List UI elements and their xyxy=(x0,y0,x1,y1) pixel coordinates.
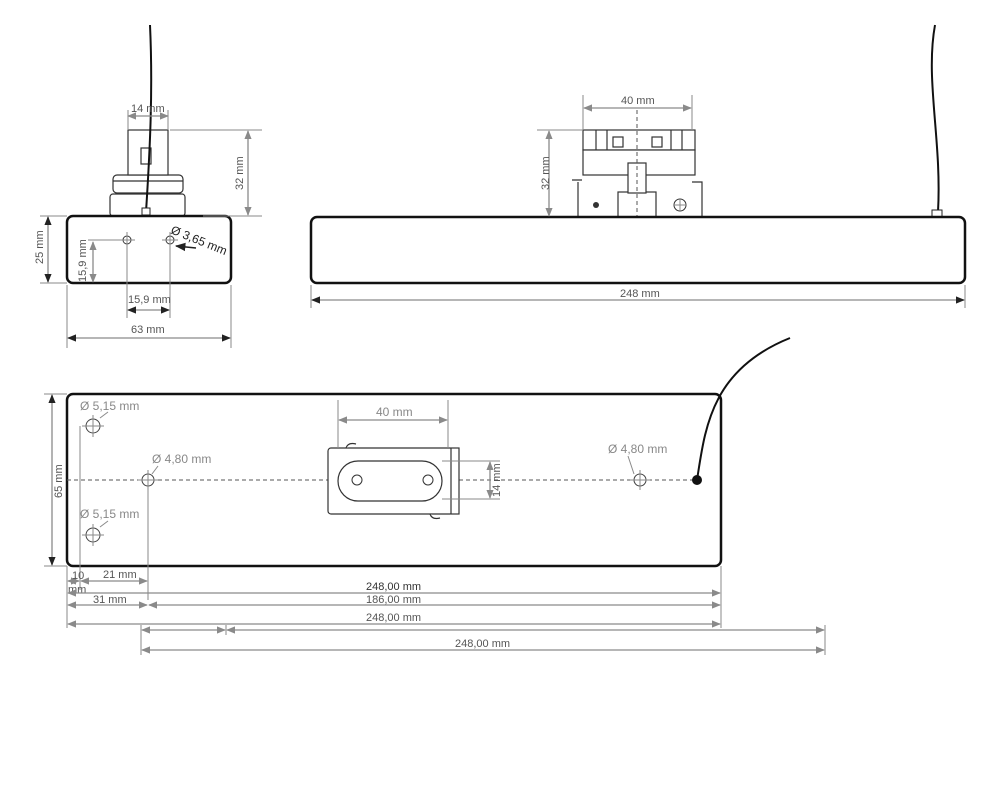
side-holes xyxy=(88,232,178,318)
hole-b-left-label: Ø 4,80 mm xyxy=(152,452,211,466)
body-height-label: 25 mm xyxy=(34,230,46,264)
side-view: 14 mm 32 mm 25 mm 15,9 mm Ø 3,65 mm 15,9… xyxy=(34,24,262,348)
width-label: 65 mm xyxy=(53,464,65,498)
adapter-width-label: 40 mm xyxy=(621,95,655,107)
dim-248b-label: 248,00 mm xyxy=(366,612,421,624)
adapter-height-label: 32 mm xyxy=(540,156,552,190)
adapter-depth-label: 14 mm xyxy=(491,463,503,497)
hole-spacing-label: 15,9 mm xyxy=(128,294,171,306)
dim-186-label: 186,00 mm xyxy=(366,594,421,606)
dim-10-unit: mm xyxy=(68,584,86,596)
hole-a-bottom-label: Ø 5,15 mm xyxy=(80,507,139,521)
side-body xyxy=(65,214,233,285)
front-view: 40 mm 32 mm 248 mm xyxy=(309,24,967,308)
adapter-width-label-bottom: 40 mm xyxy=(376,405,413,419)
dim-21-label: 21 mm xyxy=(103,569,137,581)
bottom-view: Ø 5,15 mm Ø 5,15 mm Ø 4,80 mm Ø 4,80 mm … xyxy=(44,337,826,655)
cable-entry xyxy=(692,475,702,485)
dim-248c-label: 248,00 mm xyxy=(455,638,510,650)
hole-height-label: 15,9 mm xyxy=(77,239,89,282)
connector-width-label: 14 mm xyxy=(131,103,165,115)
length-label: 248 mm xyxy=(620,288,660,300)
bottom-dimension-lines: 10 mm 21 mm 248,00 mm 31 mm 186,00 mm 24… xyxy=(66,566,826,655)
front-body xyxy=(309,215,967,285)
bottom-cable xyxy=(696,337,791,481)
hole-b-right-label: Ø 4,80 mm xyxy=(608,442,667,456)
bottom-holes xyxy=(79,411,650,600)
front-cable xyxy=(930,24,940,213)
hole-a-top-label: Ø 5,15 mm xyxy=(80,399,139,413)
connector-height-label: 32 mm xyxy=(234,156,246,190)
dim-31-label: 31 mm xyxy=(93,594,127,606)
front-adapter xyxy=(572,110,703,225)
body-width-label: 63 mm xyxy=(131,324,165,336)
dim-10-label: 10 xyxy=(72,570,84,582)
bottom-adapter xyxy=(327,442,460,520)
dim-248a-label: 248,00 mm xyxy=(366,581,421,593)
